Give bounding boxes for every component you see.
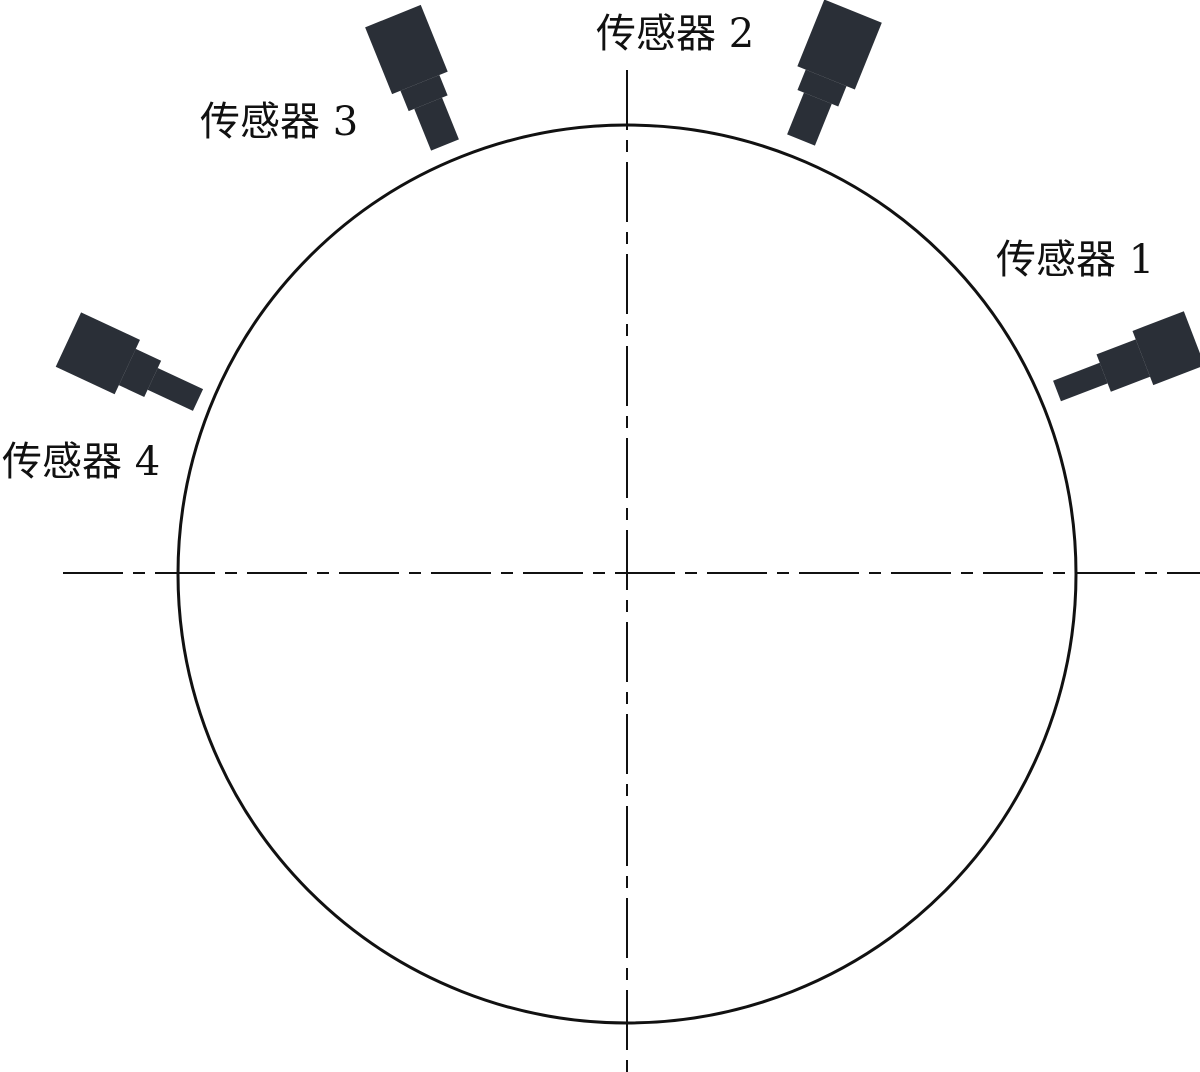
sensor-1-label: 传感器 1 bbox=[996, 237, 1155, 283]
sensor-4-label: 传感器 4 bbox=[2, 439, 161, 485]
sensor-1-probe bbox=[1053, 311, 1200, 402]
sensor-2-probe bbox=[787, 0, 882, 146]
sensor-3-probe bbox=[365, 4, 459, 151]
sensor-3-label: 传感器 3 bbox=[200, 99, 359, 145]
sensor-2-label: 传感器 2 bbox=[596, 11, 755, 57]
sensor-4-probe bbox=[55, 312, 204, 411]
